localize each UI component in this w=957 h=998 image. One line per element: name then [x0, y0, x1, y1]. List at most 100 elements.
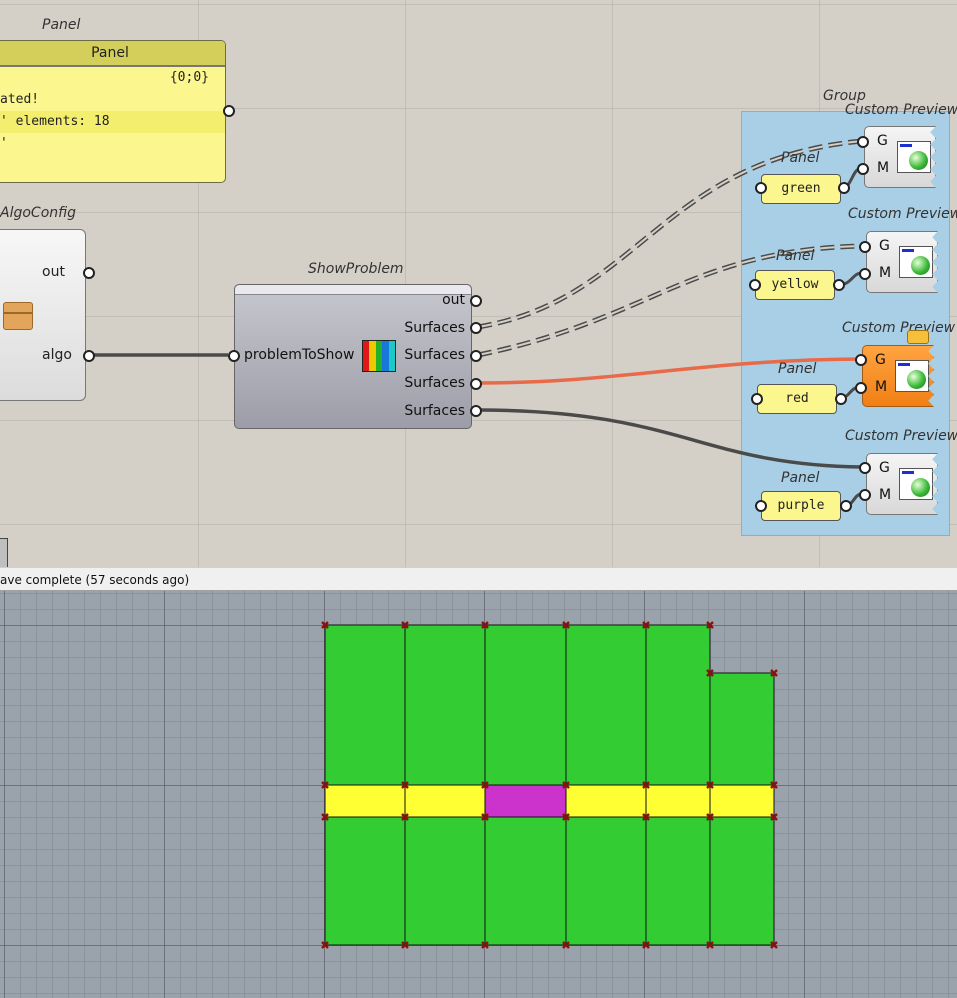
panel-red-input-grip[interactable]	[751, 393, 763, 405]
room-cell[interactable]	[404, 624, 486, 786]
panel-purple-output-grip[interactable]	[840, 500, 852, 512]
panel-line-2: ' elements: 18	[0, 111, 225, 133]
corridor-cell[interactable]	[565, 784, 647, 818]
algoconfig-algo-grip[interactable]	[83, 350, 95, 362]
vertex-marker	[770, 669, 778, 677]
custom-preview-1-m-grip[interactable]	[857, 163, 869, 175]
message-balloon-icon[interactable]	[907, 330, 929, 344]
vertex-marker	[401, 781, 409, 789]
vertex-marker	[401, 941, 409, 949]
vertex-marker	[562, 813, 570, 821]
showproblem-surfaces-4-label: Surfaces	[404, 403, 465, 419]
custom-preview-2-g-grip[interactable]	[859, 241, 871, 253]
message-panel[interactable]: Panel {0;0} ated! ' elements: 18 '	[0, 40, 226, 183]
custom-preview-3-label: Custom Preview	[842, 320, 956, 336]
showproblem-surfaces-3-grip[interactable]	[470, 378, 482, 390]
custom-preview-4-g-grip[interactable]	[859, 462, 871, 474]
custom-preview-1-g-grip[interactable]	[857, 136, 869, 148]
panel-purple-input-grip[interactable]	[755, 500, 767, 512]
room-cell[interactable]	[645, 816, 711, 946]
custom-preview-2-m: M	[879, 265, 892, 281]
room-cell[interactable]	[645, 624, 711, 786]
room-cell[interactable]	[324, 624, 406, 786]
color-bar-blue	[382, 341, 389, 371]
panel-yellow-output-grip[interactable]	[833, 279, 845, 291]
panel-output-grip[interactable]	[223, 105, 235, 117]
showproblem-surfaces-1-grip[interactable]	[470, 322, 482, 334]
custom-preview-4[interactable]: G M	[866, 453, 938, 515]
vertex-marker	[481, 621, 489, 629]
showproblem-out-grip[interactable]	[470, 295, 482, 307]
showproblem-surfaces-3-label: Surfaces	[404, 375, 465, 391]
room-cell[interactable]	[324, 816, 406, 946]
vertex-marker	[642, 941, 650, 949]
custom-preview-1[interactable]: G M	[864, 126, 936, 188]
vertex-marker	[481, 941, 489, 949]
panel-yellow-input-grip[interactable]	[749, 279, 761, 291]
custom-preview-3-g: G	[875, 352, 886, 368]
vertex-marker	[321, 941, 329, 949]
room-cell[interactable]	[484, 816, 567, 946]
preview-sphere-icon	[899, 246, 933, 278]
panel-line-3: '	[0, 136, 8, 151]
vertex-markers	[321, 621, 778, 949]
corridor-cell[interactable]	[645, 784, 711, 818]
panel-purple-label: Panel	[781, 470, 820, 486]
vertex-marker	[770, 781, 778, 789]
custom-preview-3-g-grip[interactable]	[855, 354, 867, 366]
showproblem-input-grip[interactable]	[228, 350, 240, 362]
showproblem-surfaces-4-grip[interactable]	[470, 405, 482, 417]
algoconfig-algo-label: algo	[42, 347, 72, 363]
preview-sphere-icon	[897, 141, 931, 173]
showproblem-nickname: ShowProblem	[308, 261, 404, 277]
status-text: ave complete (57 seconds ago)	[0, 573, 190, 587]
showproblem-surfaces-2-grip[interactable]	[470, 350, 482, 362]
algoconfig-out-grip[interactable]	[83, 267, 95, 279]
panel-red-output-grip[interactable]	[835, 393, 847, 405]
rhino-viewport[interactable]	[0, 591, 957, 998]
corridor-cell[interactable]	[404, 784, 486, 818]
panel-green-input-grip[interactable]	[755, 182, 767, 194]
custom-preview-2-label: Custom Preview	[848, 206, 957, 222]
custom-preview-4-m-grip[interactable]	[859, 489, 871, 501]
room-cell[interactable]	[709, 672, 775, 786]
vertex-marker	[321, 781, 329, 789]
corridor-cell[interactable]	[709, 784, 775, 818]
panel-yellow[interactable]: yellow	[755, 270, 835, 300]
vertex-marker	[642, 813, 650, 821]
vertex-marker	[562, 941, 570, 949]
room-cell[interactable]	[565, 816, 647, 946]
room-cell[interactable]	[484, 624, 567, 786]
corridor-cell[interactable]	[324, 784, 406, 818]
panel-green-output-grip[interactable]	[838, 182, 850, 194]
custom-preview-1-m: M	[877, 160, 890, 176]
grasshopper-canvas[interactable]: Group Panel Panel {0;0} ated! ' elements…	[0, 0, 957, 567]
panel-line-1: ated!	[0, 92, 40, 107]
panel-green[interactable]: green	[761, 174, 841, 204]
room-cell[interactable]	[404, 816, 486, 946]
showproblem-component[interactable]: out Surfaces Surfaces Surfaces Surfaces …	[234, 284, 472, 429]
panel-red-label: Panel	[778, 361, 817, 377]
corridor-cell-highlight[interactable]	[484, 784, 567, 818]
vertex-marker	[770, 941, 778, 949]
algoconfig-component[interactable]: out algo	[0, 229, 86, 401]
vertex-marker	[706, 669, 714, 677]
custom-preview-3[interactable]: G M	[862, 345, 934, 407]
panel-purple[interactable]: purple	[761, 491, 841, 521]
room-cell[interactable]	[709, 816, 775, 946]
canvas-edge-button[interactable]	[0, 538, 8, 567]
custom-preview-1-label: Custom Preview	[845, 102, 957, 118]
showproblem-input-label: problemToShow	[244, 347, 355, 363]
panel-header: Panel	[0, 41, 225, 67]
vertex-marker	[770, 813, 778, 821]
custom-preview-3-m-grip[interactable]	[855, 382, 867, 394]
room-cell[interactable]	[565, 624, 647, 786]
custom-preview-2-m-grip[interactable]	[859, 268, 871, 280]
color-bar-yellow	[369, 341, 376, 371]
custom-preview-2[interactable]: G M	[866, 231, 938, 293]
vertex-marker	[321, 813, 329, 821]
panel-path: {0;0}	[169, 70, 209, 85]
color-bars-icon	[362, 340, 396, 372]
panel-red[interactable]: red	[757, 384, 837, 414]
vertex-marker	[642, 621, 650, 629]
